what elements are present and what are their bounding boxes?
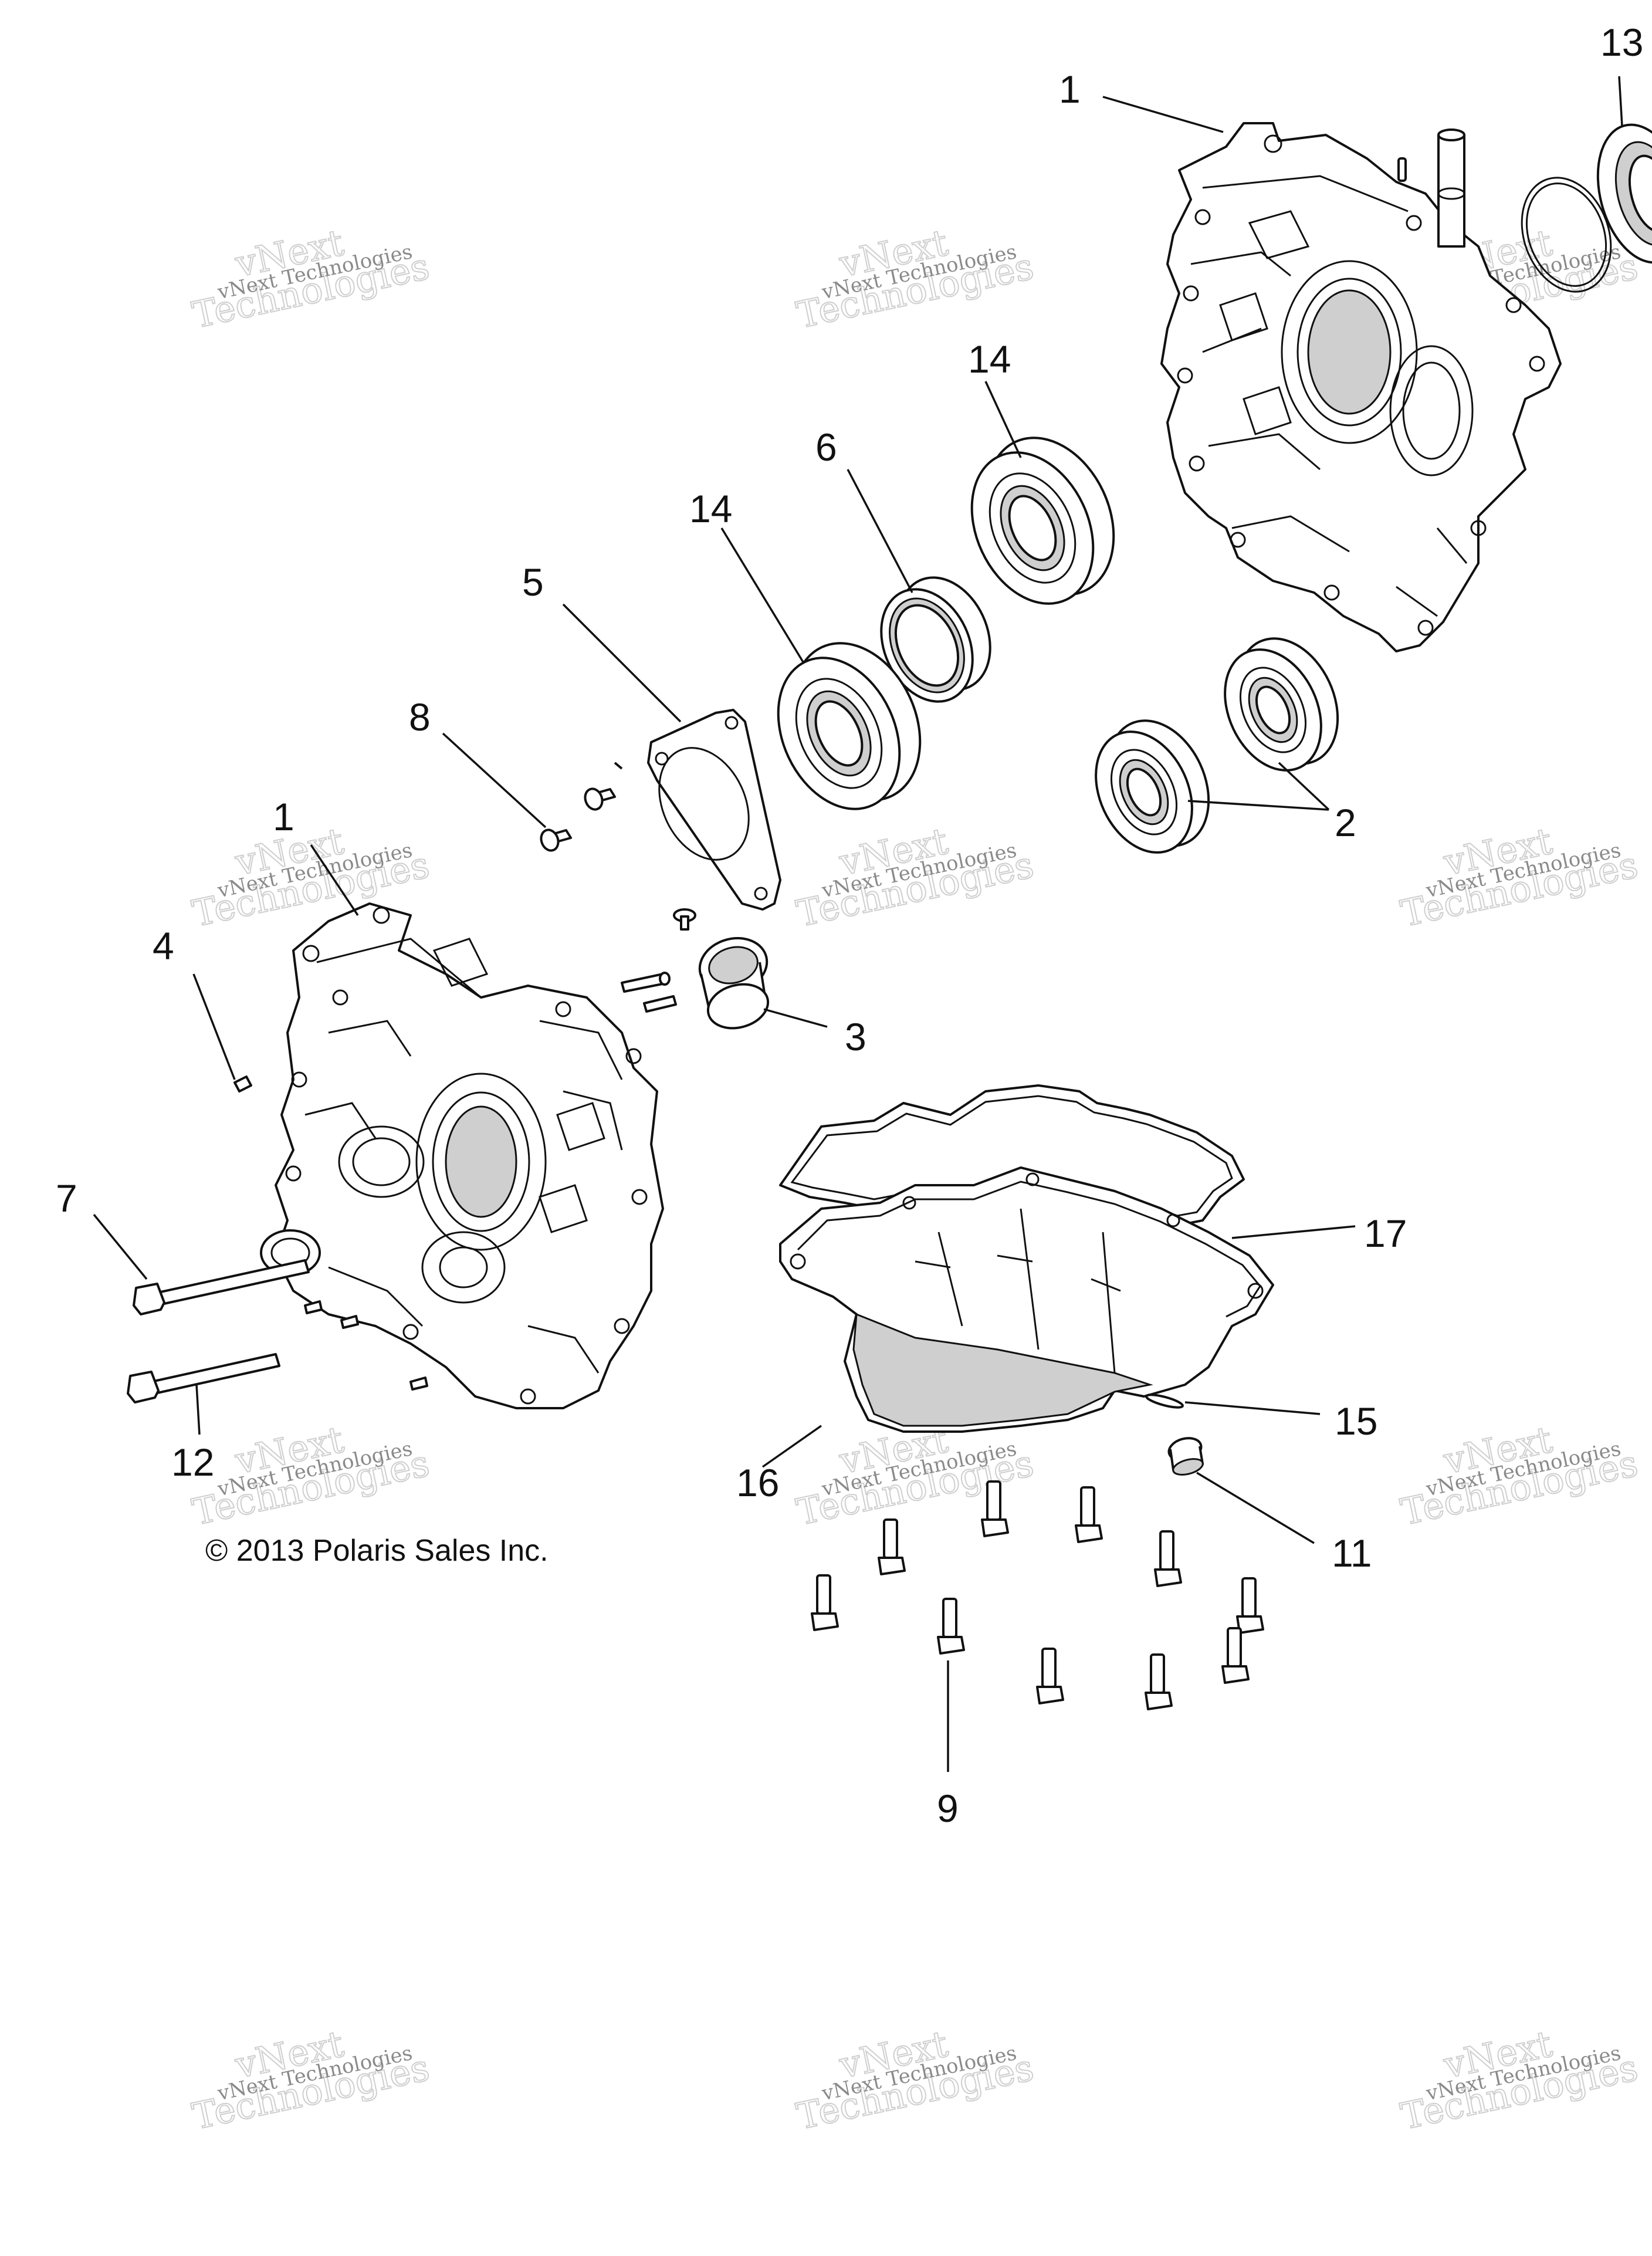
dowel-4 — [233, 1075, 252, 1093]
watermark: Technologies vNext vNext Technologies — [793, 221, 1038, 337]
callout-15: 15 — [1335, 1399, 1377, 1443]
leader-lines — [93, 76, 1623, 1772]
screw-small — [673, 908, 696, 931]
bushing-3 — [698, 937, 770, 1030]
callout-5: 5 — [522, 560, 544, 604]
watermark: Technologies vNext vNext Technologies — [1397, 2022, 1643, 2139]
plate-5 — [647, 709, 781, 911]
screw-8 — [584, 763, 622, 811]
bolt-9-10 — [1145, 1653, 1173, 1710]
bolt-9-4 — [1154, 1530, 1182, 1587]
bolt-9-3 — [878, 1518, 906, 1575]
ball-bearing-14-lower — [777, 642, 922, 810]
watermark: Technologies vNext vNext Technologies — [188, 221, 434, 337]
callout-14-upper: 14 — [968, 337, 1011, 381]
callout-labels: 1 13 14 6 14 5 8 2 1 4 3 7 17 15 16 11 1… — [56, 21, 1643, 1830]
washer-15 — [1145, 1393, 1184, 1409]
callout-11: 11 — [1332, 1531, 1372, 1575]
bolt-9-5 — [811, 1574, 839, 1631]
case-dowels — [304, 972, 677, 1391]
watermark: Technologies vNext vNext Technologies — [1397, 819, 1643, 936]
bearing-2-lower — [1095, 719, 1210, 854]
callout-7: 7 — [56, 1176, 77, 1220]
ball-bearing-14-upper — [970, 437, 1115, 605]
callout-17: 17 — [1364, 1212, 1407, 1255]
bolt-9-2 — [1075, 1486, 1103, 1543]
callout-12: 12 — [171, 1440, 214, 1484]
callout-9: 9 — [937, 1787, 959, 1830]
callout-8: 8 — [409, 695, 431, 739]
crankcase-right-half — [1160, 122, 1562, 652]
watermark: Technologies vNext vNext Technologies — [1397, 1418, 1643, 1534]
callout-4: 4 — [153, 924, 174, 968]
bolt-9-8 — [1221, 1627, 1250, 1684]
bearing-2-upper — [1224, 637, 1339, 772]
callout-14-lower: 14 — [689, 487, 732, 530]
callout-2: 2 — [1335, 801, 1356, 844]
callout-1-right-case: 1 — [1059, 67, 1081, 111]
screw-8b — [540, 828, 572, 852]
oil-seal-13 — [1596, 123, 1652, 264]
callout-13: 13 — [1600, 21, 1643, 64]
bolt-9-7 — [937, 1598, 965, 1655]
crankcase-left-half — [260, 902, 664, 1409]
bolt-9-1 — [981, 1480, 1009, 1537]
bolt-12 — [127, 1353, 280, 1403]
oil-pan-16 — [779, 1166, 1274, 1433]
watermark: Technologies vNext vNext Technologies — [188, 1418, 434, 1534]
bolt-9-9 — [1036, 1648, 1064, 1704]
drain-plug-11 — [1167, 1437, 1204, 1476]
bushing-6 — [880, 576, 991, 703]
copyright-notice: © 2013 Polaris Sales Inc. — [205, 1534, 549, 1568]
bolt-7 — [133, 1259, 310, 1315]
callout-6: 6 — [815, 425, 837, 469]
callout-16: 16 — [736, 1461, 779, 1504]
callout-1-left-case: 1 — [273, 795, 294, 838]
bolt-9-6 — [1236, 1577, 1264, 1634]
watermark: Technologies vNext vNext Technologies — [188, 2022, 434, 2139]
callout-3: 3 — [845, 1015, 866, 1058]
watermark: Technologies vNext vNext Technologies — [793, 2022, 1038, 2139]
watermark: Technologies vNext vNext Technologies — [793, 819, 1038, 936]
